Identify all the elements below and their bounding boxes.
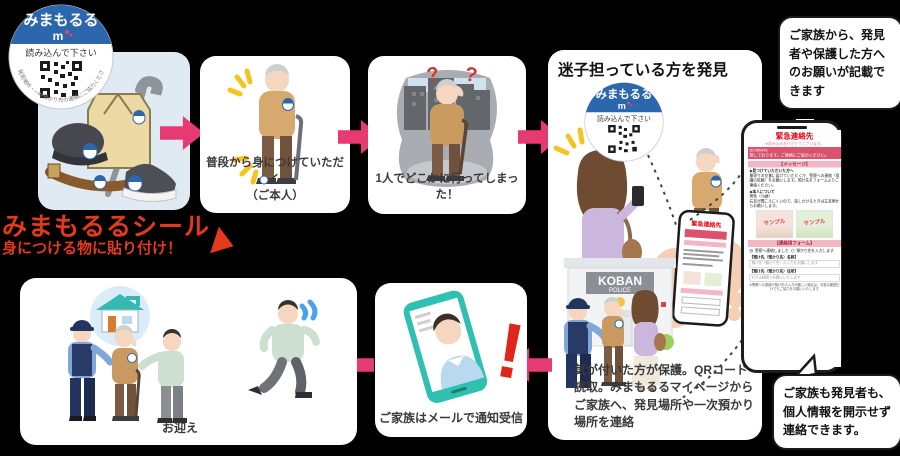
phone-notch bbox=[776, 126, 807, 129]
qr-badge-small: みまもるる m 読み込んで下さい bbox=[584, 82, 664, 167]
lost-man-illustration: ? ? bbox=[396, 63, 497, 187]
field2-label: 【預け先（預かり先）住所】 bbox=[749, 269, 799, 274]
panel3-caption: 1人でどこかに行ってしまった！ bbox=[375, 172, 519, 202]
panel-belongings bbox=[38, 52, 190, 210]
radio-police-contacted[interactable] bbox=[749, 248, 753, 253]
phone-id-bar: ID:000491 探しております。ご連絡にご協力ください。 bbox=[748, 147, 841, 160]
tagline-line2: 身につける物に貼り付け！ bbox=[2, 239, 183, 257]
panel-pickup: お迎え bbox=[20, 278, 357, 445]
phone-person-block: ◆本人について 男性（78歳） 右耳が聞こえにくいので、話しかけるときは左耳側か… bbox=[749, 189, 840, 208]
panel6-caption: お迎え bbox=[161, 420, 198, 435]
panel4-caption: 気が付いた方が保護。QRコード読取。みまもるるマイページからご家族へ、発見場所や… bbox=[574, 363, 755, 430]
notification-phone-illustration: ! bbox=[403, 290, 527, 403]
phone-photos: サンプル サンプル bbox=[748, 210, 841, 239]
svg-text:読み込んで下さい: 読み込んで下さい bbox=[25, 47, 97, 58]
field2-input[interactable]: わかる範囲でお願いいたします bbox=[749, 274, 840, 282]
panel-found: 迷子担っている方を発見 bbox=[548, 50, 762, 440]
svg-text:緊急連絡先: 緊急連絡先 bbox=[691, 219, 722, 229]
svg-text:読み込んで下さい: 読み込んで下さい bbox=[597, 114, 651, 123]
panel2-caption: 普段から身につけていただく （ご本人） bbox=[206, 156, 344, 203]
svg-text:m: m bbox=[618, 101, 626, 111]
panel-wandered: ? ? 1人でどこかに行ってしまった！ bbox=[368, 56, 526, 214]
radio-enter-location[interactable] bbox=[790, 248, 795, 253]
field1-label: 【預け先（預かり先）名称】 bbox=[749, 255, 799, 260]
emergency-contact-phone: 緊急連絡先 ※読み込みありがとうございます。 ID:000491 探しております… bbox=[741, 120, 842, 373]
svg-text:!: ! bbox=[490, 305, 527, 396]
belongings-illustration bbox=[45, 76, 177, 202]
phone-finder-block: ◆見つけていただいた方へ 最寄りの交番に届けていただくか、警察への連絡（保護の依… bbox=[749, 168, 840, 188]
svg-text:?: ? bbox=[425, 63, 441, 87]
phone-screen: 緊急連絡先 ※読み込みありがとうございます。 ID:000491 探しております… bbox=[748, 130, 841, 367]
svg-text:みまもるる: みまもるる bbox=[23, 12, 98, 29]
speech-bubble-top: ご家族から、発見者や保護した方へのお願いが記載できます bbox=[778, 16, 900, 111]
pickup-scene-illustration bbox=[68, 286, 320, 423]
phone-thanks: ※読み込みありがとうございます。 bbox=[764, 141, 825, 146]
speech-bubble-bottom: ご家族も発見者も、個人情報を開示せず連絡できます。 bbox=[772, 374, 900, 450]
panel4-title: 迷子担っている方を発見 bbox=[558, 62, 728, 79]
field1-input[interactable]: 預け先（預かり先）の入力をお願いします bbox=[749, 260, 840, 268]
sample-photo-2: サンプル bbox=[796, 210, 833, 239]
svg-text:?: ? bbox=[463, 63, 479, 87]
elderly-man-illustration bbox=[227, 64, 304, 185]
phone-footer-note: ※警察への連絡や預け先の入力が難しい場合は、可能な範囲だけでもご協力をお願いいた… bbox=[749, 283, 840, 292]
radio-location-label: 預かり先を入力します bbox=[796, 248, 834, 253]
svg-text:KOBAN: KOBAN bbox=[598, 274, 642, 288]
panel5-caption: ご家族はメールで通知受信 bbox=[378, 410, 523, 425]
phone-header: 緊急連絡先 bbox=[775, 132, 814, 141]
phone-form-label: 【連絡用フォーム】 bbox=[748, 240, 841, 247]
phone-message-label: 【メッセージ】 bbox=[748, 161, 841, 168]
svg-text:みまもるる: みまもるる bbox=[596, 88, 653, 101]
tagline-line1: みまもるるシール bbox=[2, 213, 211, 241]
red-tagline: みまもるるシール 身につける物に貼り付け！ bbox=[2, 213, 238, 260]
svg-text:POLICE: POLICE bbox=[609, 288, 631, 294]
sample-photo-1: サンプル bbox=[756, 210, 793, 239]
koban-scene-illustration: KOBAN POLICE bbox=[564, 258, 676, 391]
panel-mail-notify: ! ご家族はメールで通知受信 bbox=[375, 283, 527, 437]
panel-wear-daily: 普段から身につけていただく （ご本人） bbox=[200, 56, 350, 213]
svg-text:m: m bbox=[53, 29, 64, 43]
radio-police-label: 警察へ連絡しました bbox=[755, 248, 789, 253]
qr-badge: みまもるる m 読み込んで下さい 発見場所・一時預かり先の連絡にご協力ください bbox=[5, 0, 114, 115]
